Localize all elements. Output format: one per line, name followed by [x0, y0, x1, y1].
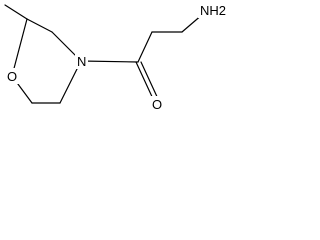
- bond-n4-carbonyl: [80, 60, 139, 63]
- bond-carbonyl-oxygen-a: [135, 61, 155, 102]
- bond-c2-c3: [26, 18, 53, 33]
- bond-carbonyl-oxygen-b: [140, 61, 160, 102]
- amine-label-bg: [198, 2, 228, 18]
- bond-methyl: [4, 4, 28, 20]
- amine-label: NH2: [200, 3, 226, 18]
- bond-o1-c2: [11, 18, 28, 77]
- carbonyl-oxygen-label-bg: [150, 96, 164, 112]
- ring-nitrogen-label-bg: [75, 53, 88, 69]
- bond-carbonyl-ch2: [137, 31, 153, 63]
- ring-oxygen-label: O: [7, 69, 17, 84]
- structure-canvas: NH2 N O O: [0, 0, 231, 120]
- molecule-svg: NH2 N O O: [4, 2, 228, 112]
- ring-nitrogen-label: N: [77, 54, 86, 69]
- ring-oxygen-label-bg: [5, 68, 19, 84]
- carbonyl-oxygen-label: O: [152, 97, 162, 112]
